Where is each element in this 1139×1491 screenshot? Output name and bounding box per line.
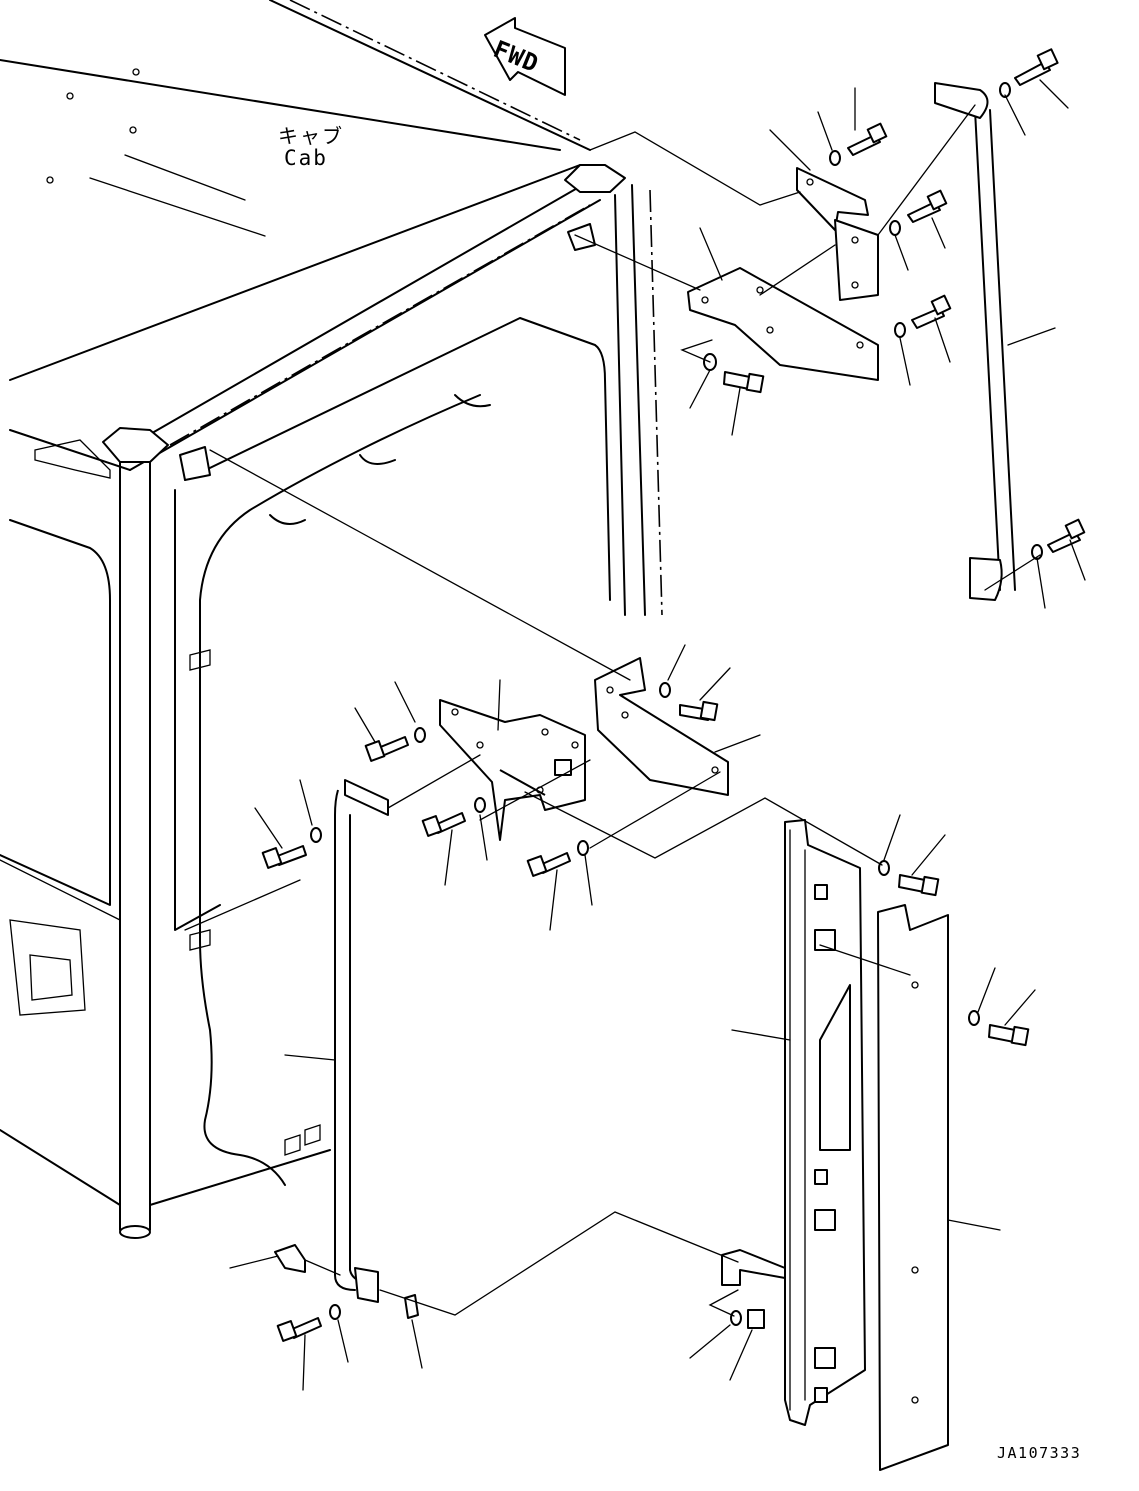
bolt: [1014, 48, 1059, 86]
middle-bracket-assembly: [209, 449, 1036, 1342]
bolt: [364, 736, 409, 762]
upper-bracket-assembly: [179, 48, 1086, 609]
bolt: [723, 371, 765, 394]
cab-label: Cab: [284, 146, 328, 170]
cab-body: [0, 0, 663, 1239]
bolt: [276, 1317, 322, 1342]
fwd-arrow: [484, 17, 566, 96]
cab-label-japanese: キャブ: [278, 124, 344, 148]
bolt: [988, 1024, 1030, 1047]
bolt: [847, 122, 888, 156]
bolt: [907, 189, 948, 223]
bolt: [421, 812, 466, 837]
lower-panel-assembly: [229, 819, 1001, 1471]
bolt: [911, 294, 952, 329]
drawing-number: JA107333: [997, 1444, 1082, 1462]
bolt: [898, 874, 940, 897]
bolt: [1047, 518, 1086, 553]
bolt: [526, 852, 571, 877]
bolt: [679, 700, 719, 722]
bolt: [261, 845, 307, 869]
